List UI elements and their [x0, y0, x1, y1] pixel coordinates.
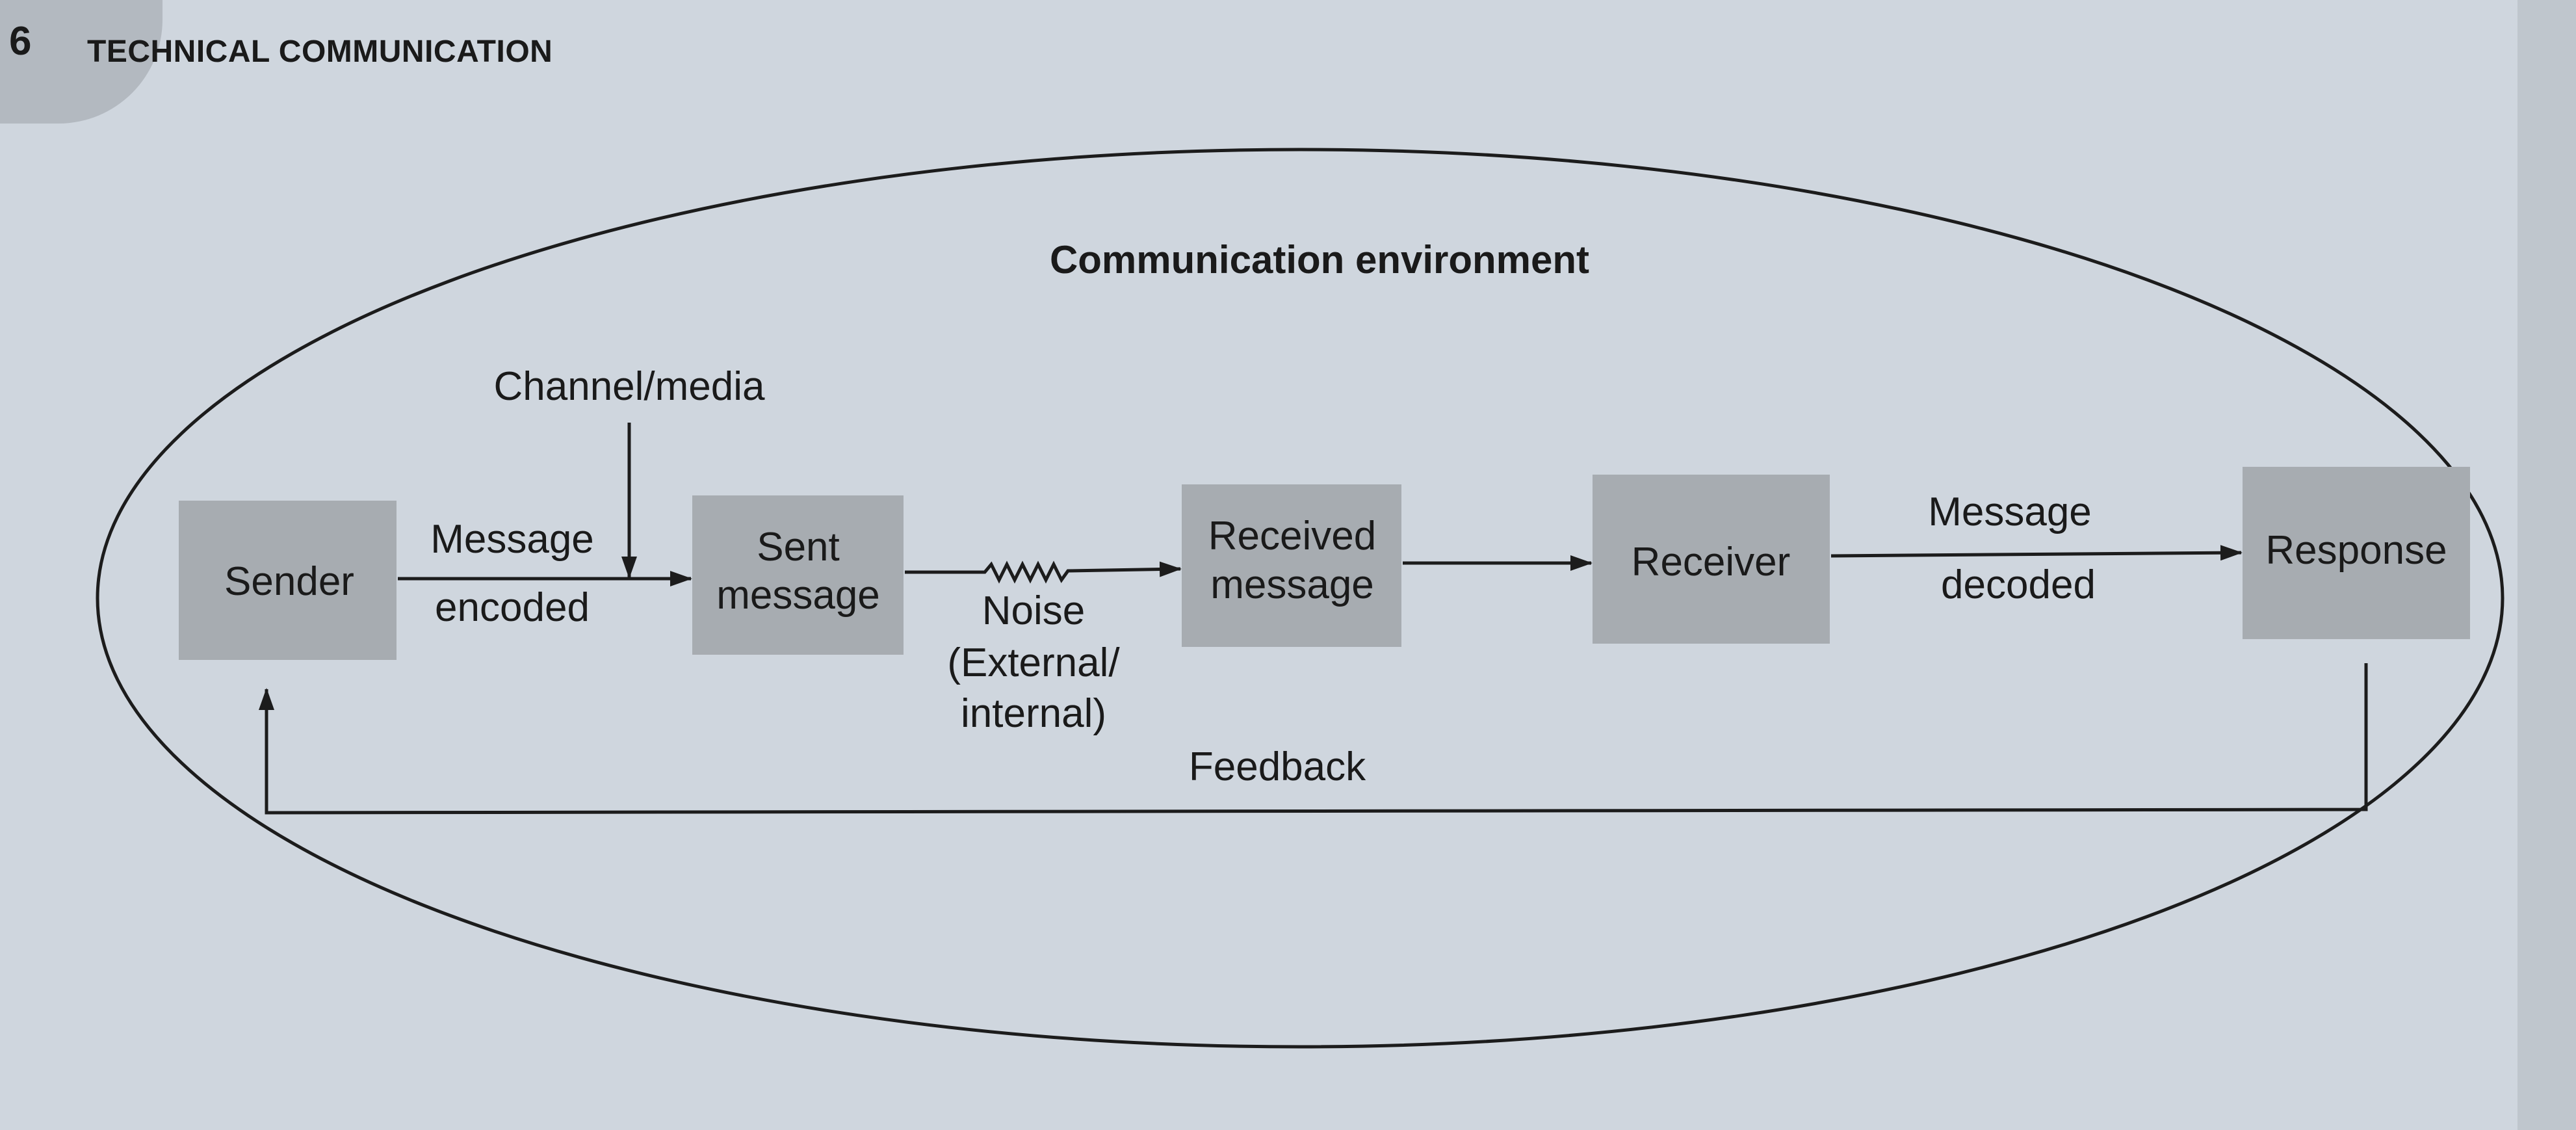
message-encoded-line1: Message [430, 517, 594, 562]
message-decoded-line1: Message [1928, 490, 2092, 534]
noise-label-line1: Noise [982, 588, 1086, 633]
receiver-label: Receiver [1632, 540, 1791, 585]
page-edge [2517, 0, 2576, 1130]
sender-label: Sender [224, 559, 354, 604]
noise-label-line2: (External/ [947, 640, 1120, 685]
message-encoded-line2: encoded [435, 585, 590, 630]
received-message-label-line1: Received [1208, 514, 1376, 558]
sent-message-label-line2: message [716, 573, 880, 618]
response-label: Response [2265, 528, 2447, 573]
noise-arrow [905, 560, 1182, 584]
feedback-arrow [259, 663, 2368, 815]
received-message-box [1182, 484, 1401, 647]
message-decoded-line2: decoded [1941, 562, 2096, 607]
noise-label-line3: internal) [961, 691, 1106, 736]
running-head: TECHNICAL COMMUNICATION [87, 34, 553, 69]
sender-box [179, 501, 397, 660]
page-number: 6 [9, 19, 33, 64]
feedback-label: Feedback [1189, 744, 1366, 789]
response-box [2243, 467, 2470, 639]
channel-media-label: Channel/media [493, 364, 765, 409]
decode-arrow [1830, 545, 2243, 561]
received-message-label-line2: message [1210, 562, 1374, 607]
diagram-title: Communication environment [1050, 238, 1589, 282]
sent-message-box [692, 495, 904, 655]
receiver-box [1593, 475, 1830, 644]
sent-message-label-line1: Sent [757, 525, 840, 570]
communication-environment-ellipse [96, 148, 2504, 1049]
